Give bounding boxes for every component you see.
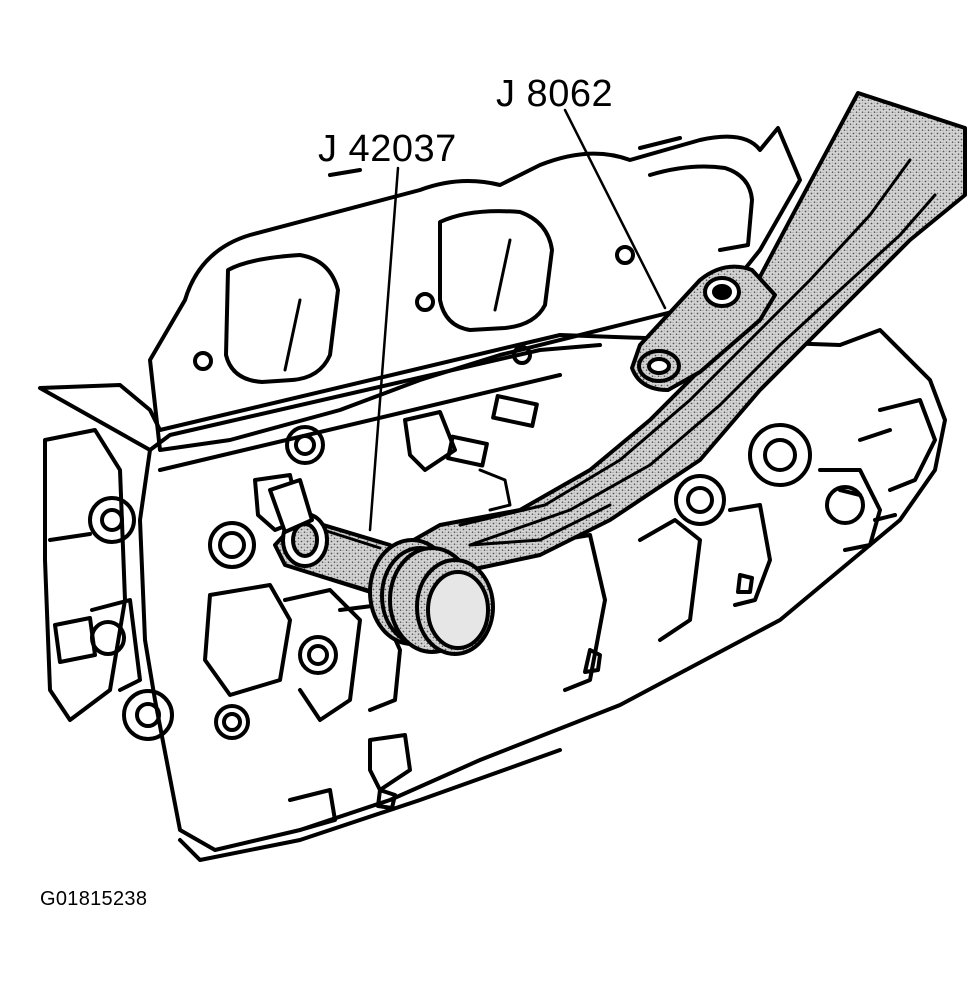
gasket-hole-1 bbox=[193, 351, 213, 371]
lifter-bore-4 bbox=[214, 704, 250, 740]
lifter-bore-2 bbox=[285, 425, 325, 465]
leader-line-j42037 bbox=[368, 166, 400, 532]
cam-seal-upper bbox=[88, 496, 136, 544]
lifter-bore-1 bbox=[208, 521, 256, 569]
valve-train bbox=[203, 394, 937, 832]
cylinder-head bbox=[38, 328, 947, 862]
cam-seal-lower bbox=[122, 689, 174, 741]
intake-port-1 bbox=[224, 253, 340, 384]
front-cover bbox=[43, 428, 127, 722]
gasket-hole-4 bbox=[615, 245, 635, 265]
callout-j8062: J 8062 bbox=[496, 73, 614, 115]
gasket-hole-2 bbox=[415, 292, 435, 312]
manifold-gasket bbox=[148, 126, 802, 452]
figure-id: G01815238 bbox=[40, 888, 148, 910]
callout-j42037: J 42037 bbox=[318, 128, 457, 170]
front-stud bbox=[53, 616, 97, 664]
valve-tip-1 bbox=[491, 394, 539, 428]
lifter-bore-6 bbox=[748, 423, 812, 487]
intake-port-3 bbox=[648, 164, 754, 252]
valve-tip-2 bbox=[446, 434, 489, 468]
lifter-bore-7 bbox=[825, 485, 865, 525]
leader-line-j8062 bbox=[563, 108, 667, 310]
intake-port-2 bbox=[438, 209, 554, 332]
j8062-valve-spring-compressor bbox=[368, 91, 967, 656]
lifter-bore-5 bbox=[674, 474, 726, 526]
lifter-bore-3 bbox=[298, 635, 338, 675]
